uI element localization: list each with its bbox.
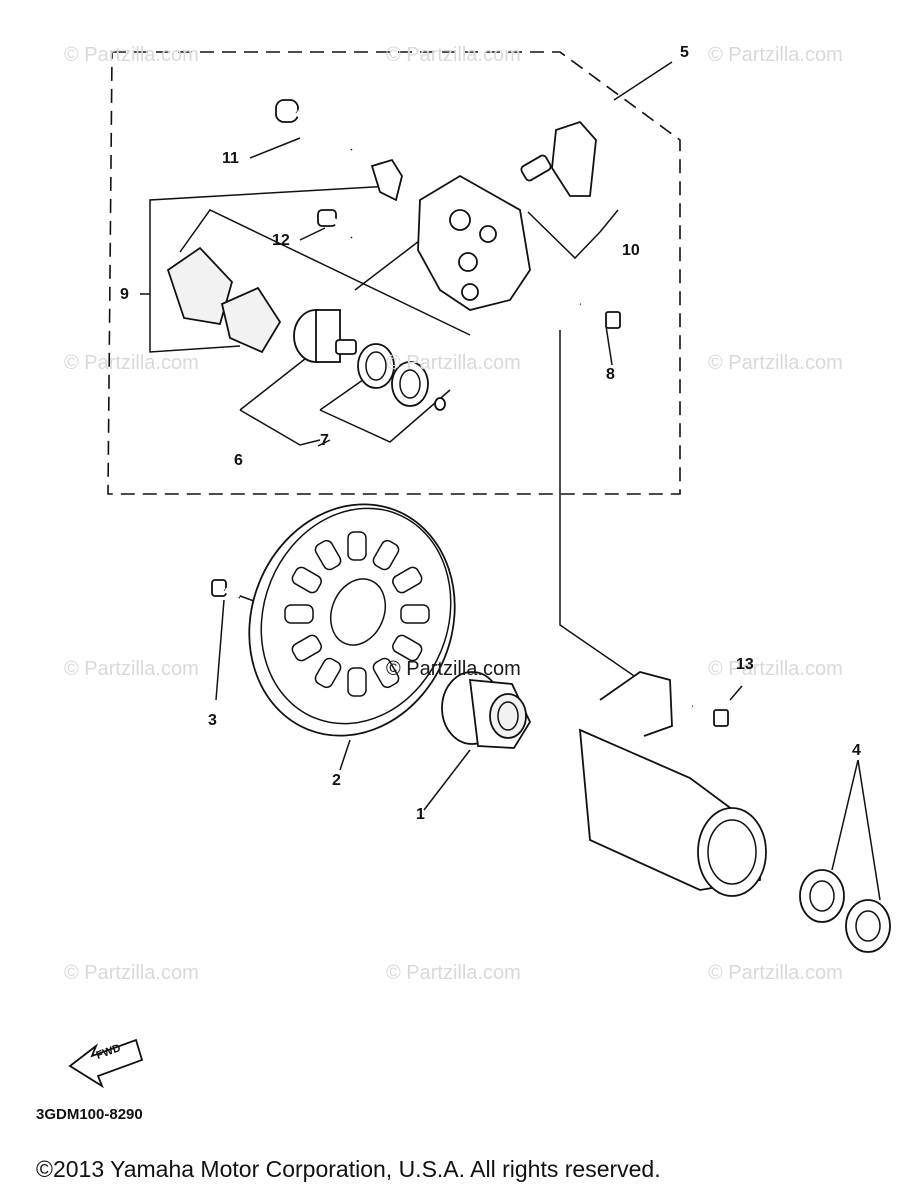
watermark: © Partzilla.com — [708, 658, 843, 680]
callout-4: 4 — [852, 742, 861, 759]
callout-6: 6 — [234, 452, 243, 469]
caliper-assembly-boundary — [107, 51, 681, 495]
brake-disc-part-2 — [248, 503, 456, 737]
bolt-part-3 — [211, 579, 241, 600]
callout-3: 3 — [208, 712, 217, 729]
caliper-body — [370, 158, 531, 311]
nuts-part-4 — [799, 869, 891, 953]
disc-slot — [314, 657, 342, 689]
callout-5: 5 — [680, 44, 689, 61]
bleed-screw-part-12 — [317, 209, 353, 239]
callout-1: 1 — [416, 806, 425, 823]
watermark: © Partzilla.com — [386, 44, 521, 66]
watermark: © Partzilla.com — [708, 352, 843, 374]
disc-slot — [347, 531, 367, 561]
watermark: © Partzilla.com — [64, 44, 199, 66]
leader-lines — [140, 61, 881, 901]
disc-slot — [400, 604, 430, 624]
disc-slot — [314, 539, 342, 571]
bolt-part-13 — [691, 703, 729, 727]
seals-part-7 — [357, 343, 446, 411]
bracket-part-10 — [520, 120, 597, 197]
diagram-code: 3GDM100-8290 — [36, 1106, 143, 1123]
watermark: © Partzilla.com — [386, 962, 521, 984]
caliper-bracket-housing — [578, 671, 767, 897]
bolt-part-8 — [579, 301, 621, 329]
watermark: © Partzilla.com — [386, 352, 521, 374]
piston-part-6 — [293, 309, 357, 363]
disc-slot — [291, 634, 322, 662]
disc-slot — [284, 604, 314, 624]
callout-10: 10 — [622, 242, 640, 259]
disc-slot — [291, 566, 322, 594]
watermark: © Partzilla.com — [64, 658, 199, 680]
watermark: © Partzilla.com — [64, 352, 199, 374]
callout-11: 11 — [222, 150, 239, 167]
disc-slots — [284, 531, 430, 697]
watermark: © Partzilla.com — [708, 962, 843, 984]
watermark: © Partzilla.com — [708, 44, 843, 66]
brake-pads-part-9 — [166, 246, 282, 354]
callout-8: 8 — [606, 366, 615, 383]
hub-part-1 — [441, 671, 532, 749]
disc-slot — [392, 566, 423, 594]
callout-9: 9 — [120, 286, 129, 303]
disc-slot — [372, 657, 400, 689]
disc-slot — [372, 539, 400, 571]
disc-slot — [347, 667, 367, 697]
fwd-arrow-icon — [68, 1038, 144, 1089]
copyright-notice: ©2013 Yamaha Motor Corporation, U.S.A. A… — [36, 1156, 661, 1182]
callout-12: 12 — [272, 232, 290, 249]
watermark: © Partzilla.com — [386, 658, 521, 680]
bolt-part-11 — [275, 99, 353, 152]
watermark: © Partzilla.com — [64, 962, 199, 984]
callout-7: 7 — [320, 432, 329, 449]
disc-slot — [392, 634, 423, 662]
callout-13: 13 — [736, 656, 754, 673]
callout-2: 2 — [332, 772, 341, 789]
